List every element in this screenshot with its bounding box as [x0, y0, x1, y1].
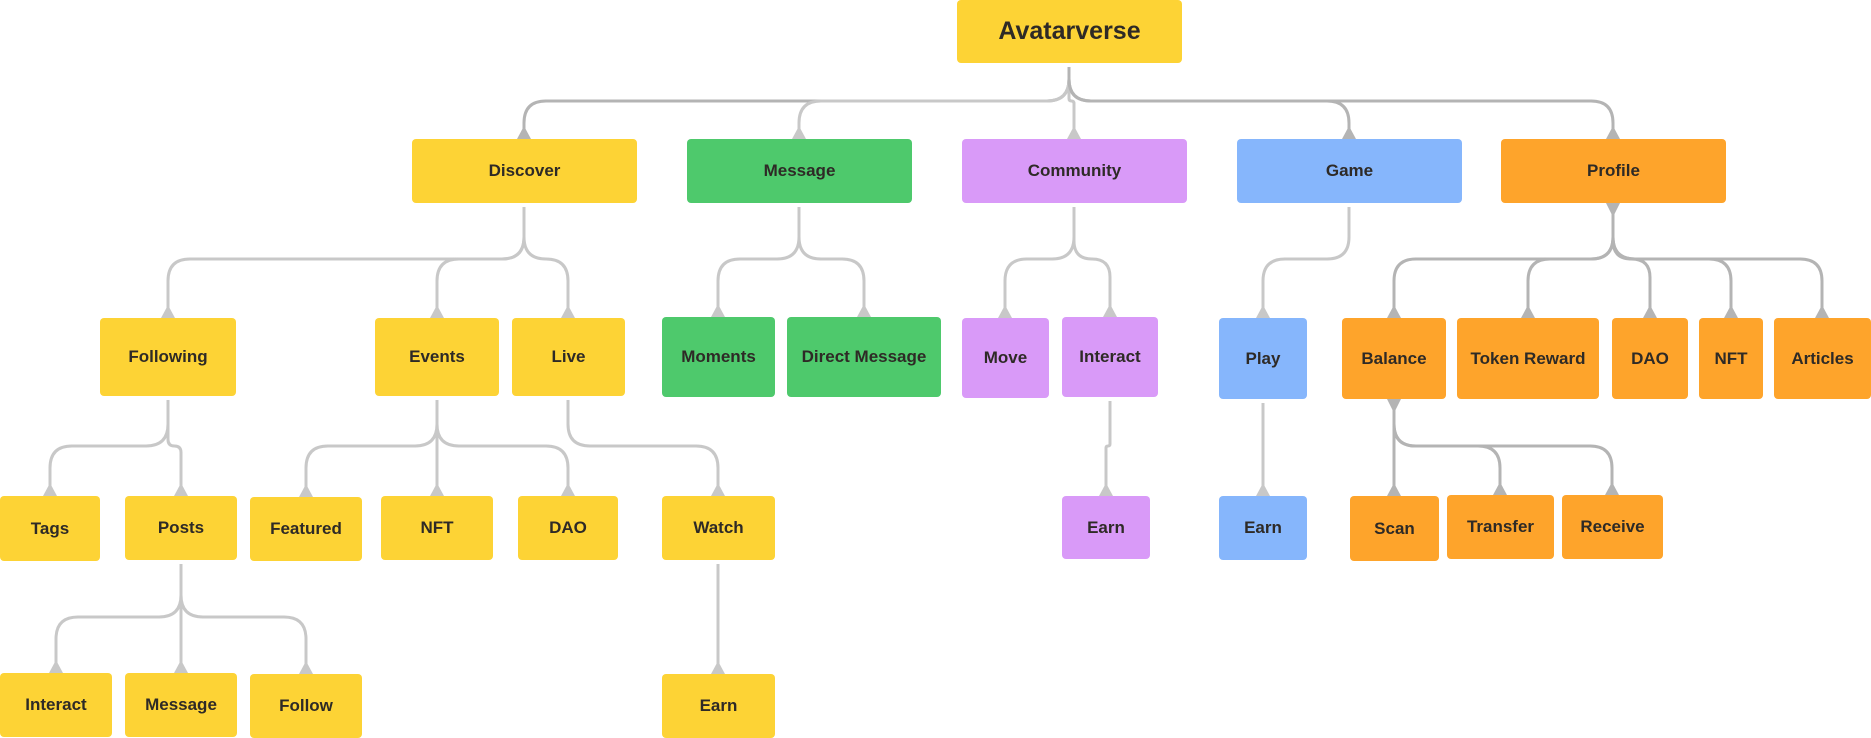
node-tags[interactable]: Tags [0, 496, 100, 561]
connector-arrowhead [711, 661, 725, 674]
node-game-earn[interactable]: Earn [1219, 496, 1307, 560]
node-live-earn[interactable]: Earn [662, 674, 775, 738]
node-articles[interactable]: Articles [1774, 318, 1871, 399]
connector-arrowhead [43, 483, 57, 496]
connector-arrowhead [430, 305, 444, 318]
connector-line [179, 564, 308, 674]
node-token-reward[interactable]: Token Reward [1457, 318, 1599, 399]
connector-arrowhead [49, 660, 63, 673]
connector-line [522, 67, 1071, 139]
node-profile[interactable]: Profile [1501, 139, 1726, 203]
connector-arrowhead [299, 661, 313, 674]
connector-arrowhead [1256, 305, 1270, 318]
node-avatarverse[interactable]: Avatarverse [957, 0, 1182, 63]
connector-line [1067, 67, 1076, 139]
connector-line [1526, 203, 1615, 318]
connector-arrowhead [1521, 305, 1535, 318]
node-follow[interactable]: Follow [250, 674, 362, 738]
connector-source-marker [1387, 399, 1401, 413]
connector-arrowhead [1387, 483, 1401, 496]
node-message[interactable]: Message [687, 139, 912, 203]
node-scan[interactable]: Scan [1350, 496, 1439, 561]
connector-line [1003, 207, 1076, 318]
node-following[interactable]: Following [100, 318, 236, 396]
connector-arrowhead [1724, 305, 1738, 318]
connector-line [1261, 207, 1351, 318]
node-posts-message[interactable]: Message [125, 673, 237, 737]
node-play[interactable]: Play [1219, 318, 1307, 399]
connector-line [166, 207, 526, 318]
node-profile-dao[interactable]: DAO [1612, 318, 1688, 399]
connector-line [1072, 207, 1112, 317]
node-profile-nft[interactable]: NFT [1699, 318, 1763, 399]
connector-arrowhead [561, 483, 575, 496]
node-events-nft[interactable]: NFT [381, 496, 493, 560]
connector-line [48, 400, 170, 496]
connector-line [435, 207, 526, 318]
node-balance[interactable]: Balance [1342, 318, 1446, 399]
node-game[interactable]: Game [1237, 139, 1462, 203]
connector-arrowhead [1605, 482, 1619, 495]
node-events-dao[interactable]: DAO [518, 496, 618, 560]
connector-arrowhead [430, 483, 444, 496]
node-featured[interactable]: Featured [250, 497, 362, 561]
connector-line [304, 400, 439, 497]
connector-line [1067, 67, 1351, 139]
node-community-interact[interactable]: Interact [1062, 317, 1158, 397]
connector-arrowhead [792, 126, 806, 139]
connector-arrowhead [174, 483, 188, 496]
connector-line [54, 564, 183, 673]
connector-arrowhead [711, 483, 725, 496]
connector-arrowhead [1387, 305, 1401, 318]
node-posts-interact[interactable]: Interact [0, 673, 112, 737]
connector-arrowhead [1815, 305, 1829, 318]
connector-arrowhead [1606, 126, 1620, 139]
connector-line [435, 400, 570, 496]
connector-line [1392, 399, 1614, 495]
connector-arrowhead [1099, 483, 1113, 496]
node-community-earn[interactable]: Earn [1062, 496, 1150, 559]
connector-line [1104, 401, 1112, 496]
connector-line [716, 207, 801, 317]
connector-arrowhead [161, 305, 175, 318]
connector-line [166, 400, 183, 496]
connector-arrowhead [1103, 304, 1117, 317]
connector-arrowhead [857, 304, 871, 317]
connector-arrowhead [517, 126, 531, 139]
node-posts[interactable]: Posts [125, 496, 237, 560]
connector-arrowhead [1067, 126, 1081, 139]
connector-arrowhead [1342, 126, 1356, 139]
connector-arrowhead [998, 305, 1012, 318]
connector-line [1611, 203, 1824, 318]
node-move[interactable]: Move [962, 318, 1049, 398]
connector-line [566, 400, 720, 496]
connector-line [522, 207, 570, 318]
node-moments[interactable]: Moments [662, 317, 775, 397]
node-watch[interactable]: Watch [662, 496, 775, 560]
connector-arrowhead [299, 484, 313, 497]
connector-arrowhead [561, 305, 575, 318]
node-transfer[interactable]: Transfer [1447, 495, 1554, 559]
node-live[interactable]: Live [512, 318, 625, 396]
node-receive[interactable]: Receive [1562, 495, 1663, 559]
connector-arrowhead [174, 660, 188, 673]
connector-arrowhead [1643, 305, 1657, 318]
connector-line [797, 207, 866, 317]
connector-arrowhead [1256, 483, 1270, 496]
node-events[interactable]: Events [375, 318, 499, 396]
node-direct-message[interactable]: Direct Message [787, 317, 941, 397]
connector-source-marker [1606, 203, 1620, 217]
connector-arrowhead [711, 304, 725, 317]
connector-arrowhead [1493, 482, 1507, 495]
node-community[interactable]: Community [962, 139, 1187, 203]
connector-line [797, 67, 1071, 139]
connector-line [1067, 67, 1615, 139]
node-discover[interactable]: Discover [412, 139, 637, 203]
